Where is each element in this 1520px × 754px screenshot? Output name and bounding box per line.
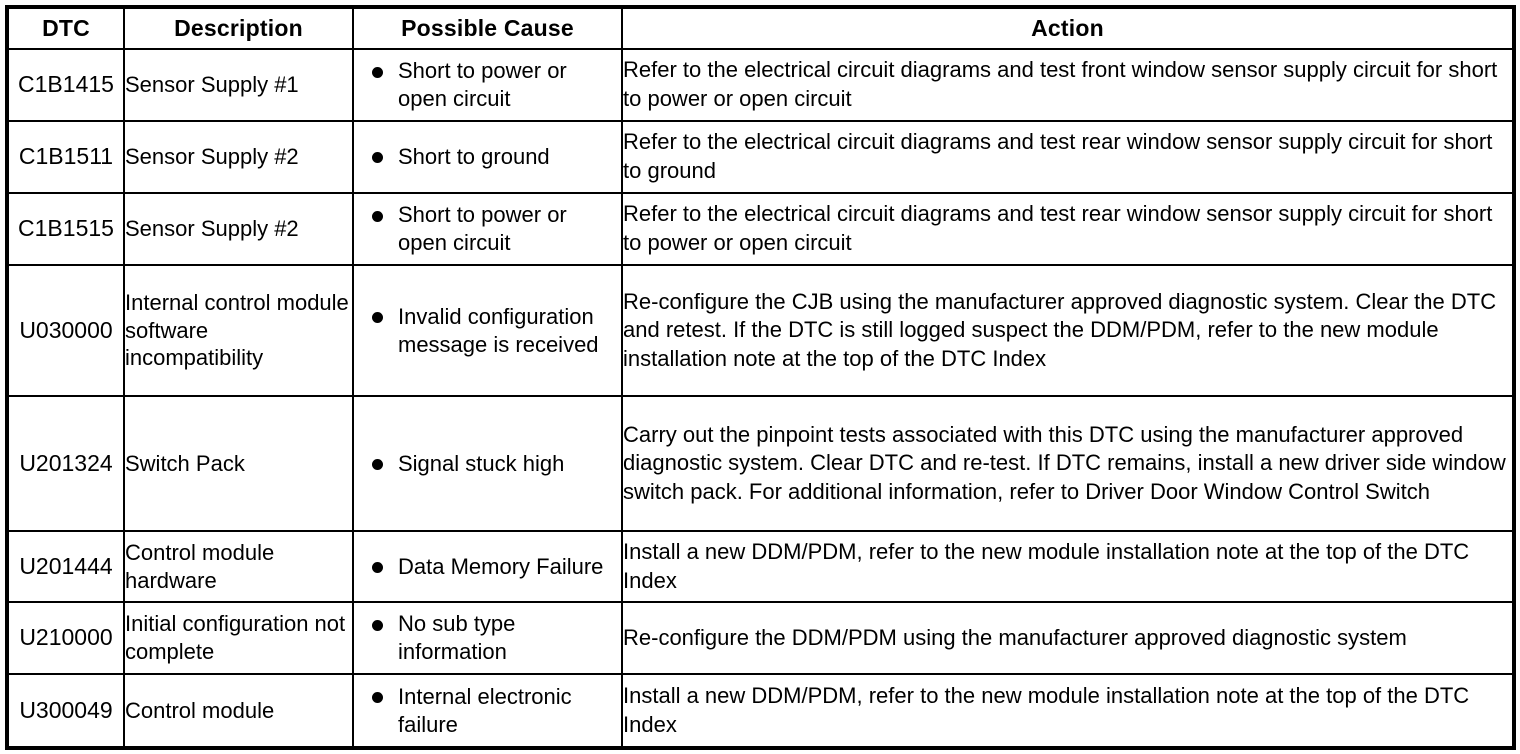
cause-list-item: Data Memory Failure: [354, 553, 621, 581]
cause-list: No sub type information: [354, 610, 621, 665]
cell-possible-cause: No sub type information: [352, 601, 623, 675]
cell-dtc: C1B1511: [6, 120, 125, 194]
table-row: U030000 Internal control module software…: [6, 264, 1515, 397]
cause-text: No sub type information: [398, 611, 516, 664]
bullet-icon: [372, 210, 383, 222]
cell-description: Internal control module software incompa…: [123, 264, 354, 397]
table-header-row: DTC Description Possible Cause Action: [6, 6, 1515, 50]
table-row: C1B1511 Sensor Supply #2 Short to ground…: [6, 120, 1515, 194]
column-header-dtc: DTC: [6, 6, 125, 50]
table-row: C1B1515 Sensor Supply #2 Short to power …: [6, 192, 1515, 266]
bullet-icon: [372, 152, 383, 164]
dtc-index-table: DTC Description Possible Cause Action C1…: [5, 5, 1516, 750]
cause-list: Short to power or open circuit: [354, 57, 621, 112]
cell-description: Initial configuration not complete: [123, 601, 354, 675]
cell-possible-cause: Signal stuck high: [352, 395, 623, 532]
cause-list: Signal stuck high: [354, 450, 621, 478]
cell-dtc: U201324: [6, 395, 125, 532]
cell-description: Sensor Supply #1: [123, 48, 354, 122]
cause-list: Data Memory Failure: [354, 553, 621, 581]
cell-possible-cause: Internal electronic failure: [352, 673, 623, 749]
cause-list: Short to ground: [354, 143, 621, 171]
column-header-possible-cause: Possible Cause: [352, 6, 623, 50]
cell-action: Re-configure the CJB using the manufactu…: [621, 264, 1515, 397]
cell-dtc: C1B1415: [6, 48, 125, 122]
cell-possible-cause: Data Memory Failure: [352, 530, 623, 603]
cell-action: Carry out the pinpoint tests associated …: [621, 395, 1515, 532]
cell-possible-cause: Short to ground: [352, 120, 623, 194]
table-row: U210000 Initial configuration not comple…: [6, 601, 1515, 675]
cell-possible-cause: Invalid configuration message is receive…: [352, 264, 623, 397]
cause-list-item: No sub type information: [354, 610, 621, 665]
cell-description: Switch Pack: [123, 395, 354, 532]
cell-action: Refer to the electrical circuit diagrams…: [621, 48, 1515, 122]
cause-text: Short to power or open circuit: [398, 58, 567, 111]
column-header-description: Description: [123, 6, 354, 50]
cell-action: Re-configure the DDM/PDM using the manuf…: [621, 601, 1515, 675]
cause-list-item: Internal electronic failure: [354, 683, 621, 738]
cause-list: Internal electronic failure: [354, 683, 621, 738]
cell-description: Sensor Supply #2: [123, 192, 354, 266]
table-body: C1B1415 Sensor Supply #1 Short to power …: [6, 48, 1515, 749]
cell-dtc: U300049: [6, 673, 125, 749]
cell-action: Install a new DDM/PDM, refer to the new …: [621, 673, 1515, 749]
bullet-icon: [372, 619, 383, 631]
bullet-icon: [372, 458, 383, 470]
cell-dtc: C1B1515: [6, 192, 125, 266]
cause-list-item: Signal stuck high: [354, 450, 621, 478]
cause-list-item: Short to ground: [354, 143, 621, 171]
cause-text: Invalid configuration message is receive…: [398, 303, 599, 357]
bullet-icon: [372, 66, 383, 78]
cell-action: Install a new DDM/PDM, refer to the new …: [621, 530, 1515, 603]
table-header: DTC Description Possible Cause Action: [6, 6, 1515, 50]
cell-action: Refer to the electrical circuit diagrams…: [621, 192, 1515, 266]
cell-dtc: U210000: [6, 601, 125, 675]
cell-description: Sensor Supply #2: [123, 120, 354, 194]
cause-text: Signal stuck high: [398, 450, 565, 476]
table-row: U201444 Control module hardware Data Mem…: [6, 530, 1515, 603]
table-row: C1B1415 Sensor Supply #1 Short to power …: [6, 48, 1515, 122]
cause-list-item: Short to power or open circuit: [354, 57, 621, 112]
column-header-action: Action: [621, 6, 1515, 50]
cause-list-item: Invalid configuration message is receive…: [354, 303, 621, 358]
cell-dtc: U030000: [6, 264, 125, 397]
bullet-icon: [372, 561, 383, 573]
cause-list: Short to power or open circuit: [354, 201, 621, 256]
cell-description: Control module hardware: [123, 530, 354, 603]
cause-list-item: Short to power or open circuit: [354, 201, 621, 256]
table-row: U300049 Control module Internal electron…: [6, 673, 1515, 749]
cell-dtc: U201444: [6, 530, 125, 603]
cause-text: Short to power or open circuit: [398, 202, 567, 255]
cause-text: Short to ground: [398, 144, 550, 170]
bullet-icon: [372, 312, 383, 324]
cell-description: Control module: [123, 673, 354, 749]
cause-text: Data Memory Failure: [398, 553, 604, 579]
cell-possible-cause: Short to power or open circuit: [352, 48, 623, 122]
cause-text: Internal electronic failure: [398, 683, 572, 737]
bullet-icon: [372, 692, 383, 704]
cell-possible-cause: Short to power or open circuit: [352, 192, 623, 266]
table-row: U201324 Switch Pack Signal stuck high Ca…: [6, 395, 1515, 532]
cell-action: Refer to the electrical circuit diagrams…: [621, 120, 1515, 194]
cause-list: Invalid configuration message is receive…: [354, 303, 621, 358]
